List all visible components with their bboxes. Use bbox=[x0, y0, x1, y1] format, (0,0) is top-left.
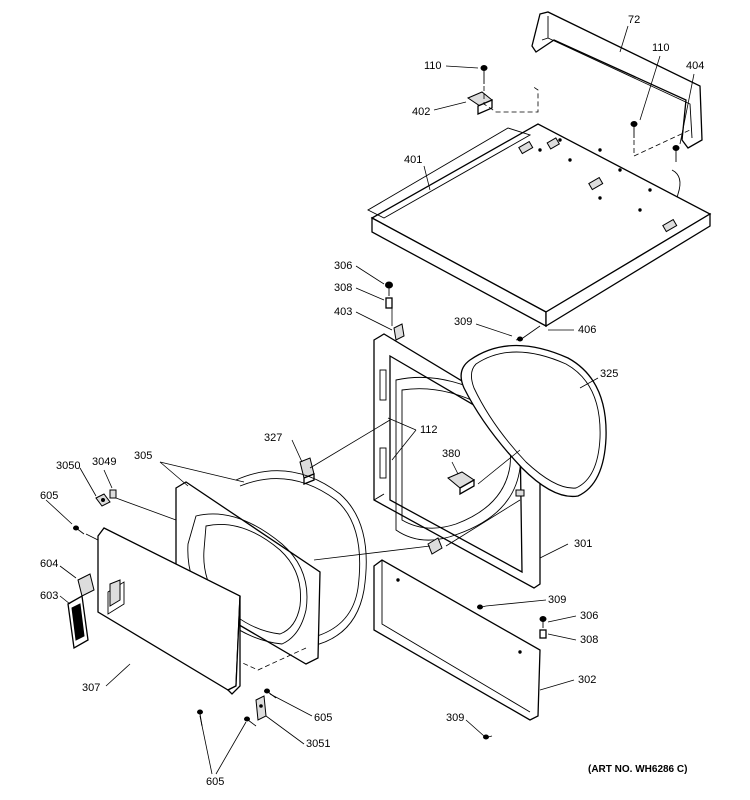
label-309-top: 309 bbox=[454, 316, 473, 328]
screw-605-left bbox=[73, 525, 85, 535]
outer-door bbox=[97, 527, 241, 695]
label-302: 302 bbox=[578, 674, 597, 686]
top-clip bbox=[466, 91, 493, 115]
screw-306-right bbox=[539, 616, 547, 628]
label-72: 72 bbox=[628, 14, 641, 26]
label-110-a: 110 bbox=[424, 60, 442, 72]
washer-308-top bbox=[385, 297, 393, 309]
label-301: 301 bbox=[574, 538, 593, 550]
hinge-3049 bbox=[109, 489, 117, 499]
top-panel bbox=[367, 123, 712, 328]
label-402: 402 bbox=[412, 106, 431, 118]
label-406: 406 bbox=[578, 324, 597, 336]
control-panel-bracket bbox=[531, 11, 703, 149]
center-bracket bbox=[447, 471, 475, 496]
label-403: 403 bbox=[334, 306, 353, 318]
screw-605-bottom-b bbox=[244, 716, 257, 727]
label-305: 305 bbox=[134, 450, 153, 462]
label-112: 112 bbox=[420, 424, 438, 436]
label-3049: 3049 bbox=[92, 456, 117, 468]
screw-309-mid bbox=[477, 604, 487, 610]
label-605-left: 605 bbox=[40, 490, 59, 502]
label-306-top: 306 bbox=[334, 260, 353, 272]
screw-309-top bbox=[515, 336, 523, 342]
label-308-top: 308 bbox=[334, 282, 353, 294]
label-380: 380 bbox=[442, 448, 461, 460]
hinge-3050 bbox=[95, 493, 111, 507]
label-605-right: 605 bbox=[314, 712, 333, 724]
label-309-bottom: 309 bbox=[446, 712, 465, 724]
label-603: 603 bbox=[40, 590, 59, 602]
hinge-clip bbox=[299, 457, 315, 485]
label-307: 307 bbox=[82, 682, 101, 694]
label-605-bottom: 605 bbox=[206, 776, 225, 788]
label-110-b: 110 bbox=[652, 42, 670, 54]
label-3050: 3050 bbox=[56, 460, 81, 472]
washer-308-right bbox=[539, 629, 547, 639]
screw-306-top bbox=[385, 281, 393, 296]
label-3051: 3051 bbox=[306, 738, 331, 750]
screw-110-b bbox=[630, 121, 638, 138]
lower-panel bbox=[373, 559, 541, 721]
label-306-right: 306 bbox=[580, 610, 599, 622]
label-325: 325 bbox=[600, 368, 619, 380]
screw-309-bottom bbox=[483, 734, 493, 740]
handle-603 bbox=[67, 594, 89, 650]
hinge-3051 bbox=[255, 695, 267, 721]
label-327: 327 bbox=[264, 432, 283, 444]
bracket-403 bbox=[393, 323, 405, 341]
label-309-mid: 309 bbox=[548, 594, 567, 606]
label-404: 404 bbox=[686, 60, 705, 72]
label-308-right: 308 bbox=[580, 634, 599, 646]
frame-clip bbox=[427, 537, 443, 555]
screw-110-a bbox=[480, 65, 488, 84]
door-gasket bbox=[460, 344, 607, 498]
label-604: 604 bbox=[40, 558, 59, 570]
label-401: 401 bbox=[404, 154, 423, 166]
art-number: (ART NO. WH6286 C) bbox=[588, 764, 688, 775]
handle-604 bbox=[77, 573, 95, 597]
